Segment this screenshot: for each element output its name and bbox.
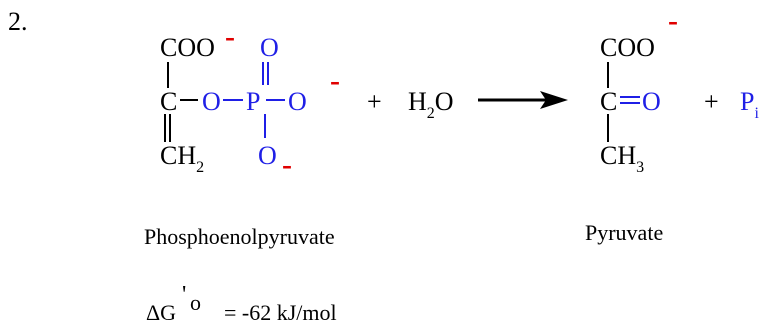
delta-g-superscript: o [190, 290, 201, 315]
pep-bridge-oxygen: O [202, 87, 221, 116]
pep-right-oxygen-charge: - [330, 64, 340, 97]
delta-g-prime: ' [182, 282, 186, 308]
pep-phosphoryl-oxygen: O [260, 33, 279, 62]
pep-right-oxygen: O [288, 87, 307, 116]
pyruvate-methyl: CH3 [600, 141, 644, 176]
plus-sign-1: + [367, 87, 382, 116]
pep-alpha-carbon: C [160, 87, 177, 116]
pyruvate-carboxylate: COO [600, 33, 655, 62]
pep-phosphorus: P [246, 87, 260, 116]
pyruvate-carbonyl-carbon: C [600, 87, 617, 116]
delta-g-symbol: ΔG [146, 300, 176, 325]
pep-carboxylate: COO [160, 33, 215, 62]
plus-sign-2: + [704, 87, 719, 116]
pep-bottom-oxygen-charge: - [282, 148, 292, 181]
reaction-arrow [478, 91, 568, 109]
pyruvate-carbonyl-oxygen: O [642, 87, 661, 116]
pep-carboxylate-charge: - [225, 20, 235, 53]
pep-methylene: CH2 [160, 141, 204, 176]
free-energy-expression: ΔG ' o = -62 kJ/mol [146, 282, 337, 325]
delta-g-value: = -62 kJ/mol [224, 300, 337, 325]
pep-name-label: Phosphoenolpyruvate [144, 224, 335, 249]
pyruvate-structure: COO - C O CH3 [600, 4, 678, 176]
problem-number: 2. [8, 7, 28, 36]
pep-bottom-oxygen: O [258, 141, 277, 170]
phosphoenolpyruvate-structure: COO - C O P O O - O - CH2 [160, 20, 340, 181]
pyruvate-carboxylate-charge: - [668, 4, 678, 37]
inorganic-phosphate: Pi [740, 87, 759, 122]
pyruvate-name-label: Pyruvate [585, 220, 663, 245]
water-formula: H2O [408, 87, 454, 122]
